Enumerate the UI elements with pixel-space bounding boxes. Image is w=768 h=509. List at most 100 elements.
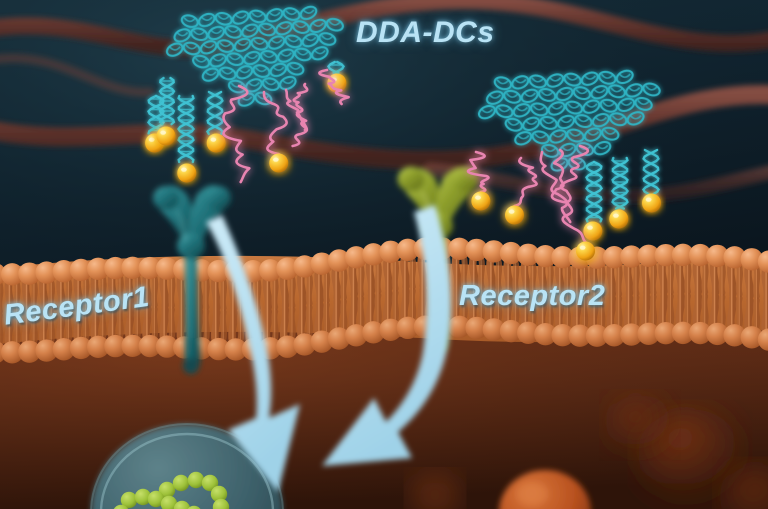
lipid-head	[654, 321, 677, 345]
lipid-head	[740, 326, 763, 349]
origami-weave	[202, 43, 215, 49]
gold-np-specular	[508, 209, 515, 214]
lipid-tail	[314, 266, 324, 305]
dda-dc-right[interactable]	[466, 67, 666, 263]
lipid-tail	[348, 260, 359, 299]
origami-weave	[281, 78, 294, 85]
lipid-tail	[150, 272, 159, 309]
lipid-head	[620, 245, 643, 268]
dda-dc-left[interactable]	[142, 2, 350, 185]
endosome-with-cargo	[90, 423, 284, 509]
origami-loop	[558, 142, 577, 158]
origami-loop	[318, 32, 337, 46]
lipid-tail	[202, 308, 210, 345]
origami-weave	[185, 44, 198, 50]
aptamer-strands	[222, 68, 350, 184]
gold-np-body	[471, 191, 491, 211]
lipid-tail	[666, 293, 675, 330]
endosome-cargo	[113, 471, 230, 509]
gold-np-body	[206, 133, 226, 153]
lipid-tail	[709, 293, 720, 331]
origami-loop	[599, 98, 619, 113]
lipid-tail	[761, 264, 768, 303]
origami-weave	[228, 55, 242, 61]
origami-weave	[279, 51, 292, 57]
lipid-head	[379, 318, 402, 341]
lipid-tail	[744, 296, 754, 335]
lipid-head	[637, 322, 660, 345]
origami-loop	[226, 52, 245, 67]
origami-weave	[497, 107, 511, 113]
origami-loop	[537, 87, 557, 102]
origami-loop	[269, 62, 288, 78]
origami-loop	[243, 50, 261, 66]
origami-loop	[549, 129, 568, 144]
origami-weave	[285, 9, 298, 16]
receptor2-left-tip	[397, 166, 425, 192]
lipid-tail	[735, 261, 744, 298]
aptamer-strand	[513, 156, 538, 208]
lipid-head	[293, 333, 316, 356]
gold-np-specular	[613, 213, 619, 218]
lipid-tail	[365, 291, 376, 330]
aptamer-strand	[262, 90, 288, 156]
lipid-tail	[357, 261, 365, 298]
origami-weave	[321, 34, 334, 41]
origami-loop	[590, 84, 609, 100]
lipid-tail	[150, 306, 159, 343]
lipid-tail	[271, 308, 279, 345]
origami-loop	[617, 97, 636, 113]
origami-weave	[559, 117, 573, 124]
lipid-tail	[718, 259, 726, 296]
origami-weave	[602, 101, 615, 107]
lipid-head	[568, 324, 591, 347]
origami-weave	[238, 68, 251, 74]
background-vesicle-4	[409, 472, 461, 509]
origami-loop	[495, 104, 514, 119]
origami-loop	[512, 103, 531, 118]
lipid-head	[52, 260, 75, 283]
receptor1[interactable]	[153, 185, 231, 374]
lipid-tail	[374, 258, 382, 295]
origami-loop	[250, 36, 269, 51]
lipid-head	[207, 337, 230, 361]
origami-weave	[548, 76, 562, 82]
lipid-head	[620, 323, 643, 346]
lipid-tail	[374, 292, 382, 329]
lipid-head	[465, 316, 488, 340]
origami-weave	[253, 39, 266, 45]
origami-weave	[272, 65, 285, 72]
lipid-head	[345, 324, 368, 347]
lipid-head	[259, 259, 282, 282]
lipid-head	[740, 248, 763, 271]
gold-nanoparticle	[502, 203, 527, 227]
lipid-head	[138, 334, 161, 358]
lipid-head	[35, 339, 58, 362]
origami-loop	[311, 46, 329, 61]
dna-strand	[642, 148, 660, 196]
gold-np-specular	[210, 137, 217, 142]
origami-loop	[173, 28, 192, 43]
origami-weave	[211, 56, 225, 62]
origami-loop	[293, 47, 312, 62]
aptamer-strand	[550, 148, 587, 244]
origami-loop	[301, 33, 320, 48]
lipid-tail	[314, 300, 324, 339]
lipid-head	[396, 316, 419, 340]
lipid-head	[551, 245, 574, 269]
dna-strand	[177, 94, 195, 164]
lipid-tail	[761, 298, 768, 337]
arrow-left-body	[206, 215, 300, 492]
lipid-head	[396, 238, 419, 262]
origami-loop	[582, 99, 601, 114]
origami-weave	[209, 28, 223, 35]
origami-loop	[598, 70, 617, 85]
endosome-outer-ring	[90, 423, 284, 509]
dna-strand	[611, 156, 629, 210]
receptor1-stem-highlight	[186, 261, 192, 339]
origami-weave	[583, 74, 597, 80]
origami-weave	[534, 133, 547, 139]
dna-strand	[611, 156, 629, 210]
origami-weave	[584, 102, 598, 108]
origami-weave	[230, 82, 243, 88]
